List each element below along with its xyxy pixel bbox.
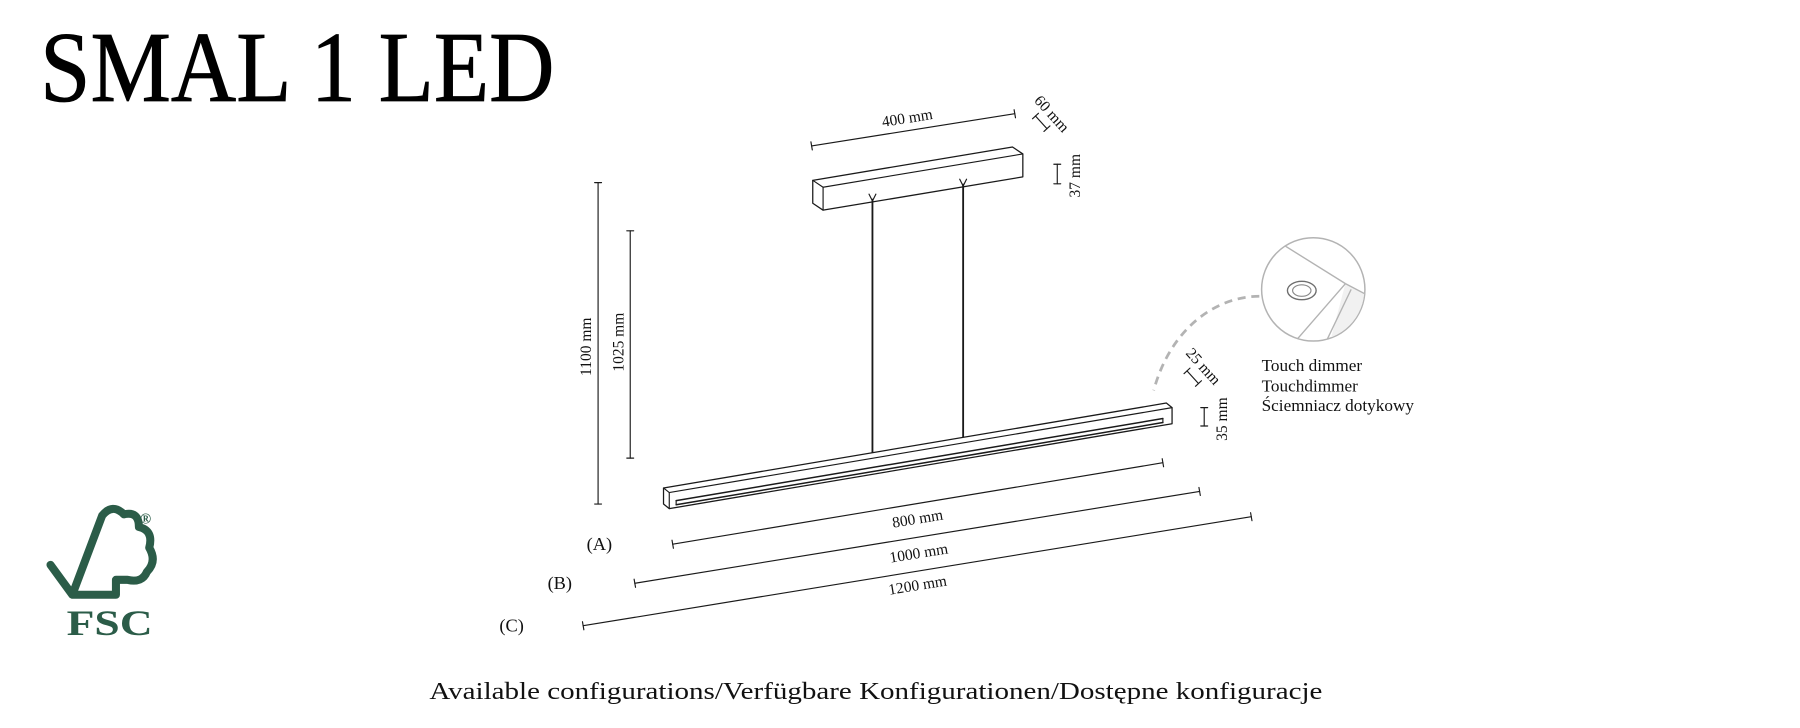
touch-dimmer-label-de: Touchdimmer [1262,377,1359,396]
dimension-label-lamp-height: 35 mm [1214,397,1231,440]
dimension-lamp-height: 35 mm [1200,397,1231,441]
fsc-logo: ® FSC [46,504,157,643]
lamp-bar [662,402,1173,510]
detail-callout-dashed-arc [1152,294,1260,391]
configuration-label-b: (B) [548,573,572,594]
touch-dimmer-label-pl: Ściemniacz dotykowy [1262,396,1415,415]
suspension-wires [868,178,968,454]
dimension-label-suspension-length: 1025 mm [610,313,627,372]
touch-dimmer-label-en: Touch dimmer [1262,356,1363,375]
configuration-a: 800 mm (A) [587,458,1165,555]
dimension-suspension-length: 1025 mm [610,230,635,459]
led-strip [675,417,1164,506]
touch-dimmer-label: Touch dimmer Touchdimmer Ściemniacz doty… [1262,356,1415,415]
wire-clamp-left [868,193,877,203]
dimension-canopy-height: 37 mm [1053,154,1084,197]
configurations-caption: Available configurations/Verfügbare Konf… [429,679,1322,705]
dimension-label-total-height: 1100 mm [578,318,595,376]
product-title: SMAL 1 LED [40,11,554,123]
configuration-label-c: (C) [499,615,523,636]
ceiling-canopy [812,146,1024,211]
dimension-label-canopy-height: 37 mm [1067,154,1084,197]
configuration-label-a: (A) [587,534,613,555]
touch-button-icon [1286,280,1317,301]
fsc-registered-mark: ® [140,512,151,528]
fsc-wordmark: FSC [67,603,153,643]
wire-clamp-right [959,178,968,188]
dimension-total-height: 1100 mm [578,182,603,505]
fsc-checkmark-tree-icon [46,504,157,599]
